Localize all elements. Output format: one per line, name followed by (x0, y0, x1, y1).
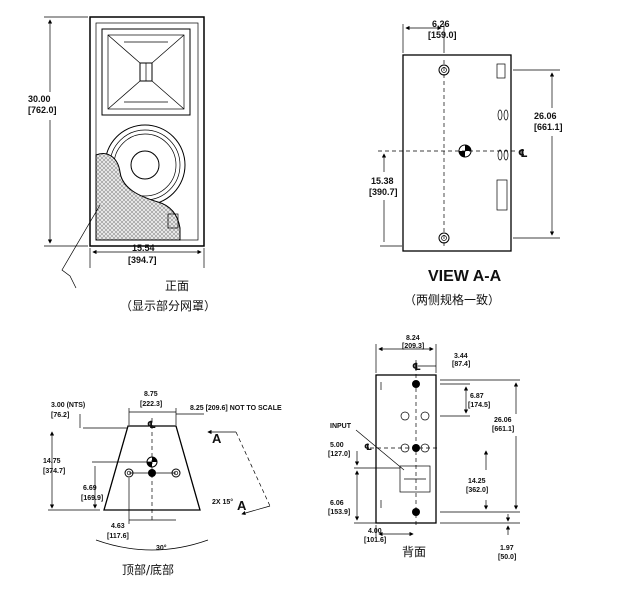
side-cl-symbol: ℄ (518, 148, 528, 160)
back-caption: 背面 (402, 545, 426, 559)
side-top-mm: [159.0] (428, 30, 457, 40)
back-view: ℄ ℄ INPUT 8.24 [209.3] 3.44 [87.4] 6.87 … (328, 335, 520, 561)
front-caption: 正面 (165, 279, 189, 293)
grille-partial (95, 153, 181, 241)
back-right-small-in: 3.44 (454, 353, 468, 360)
section-mark-top: A (212, 431, 222, 446)
side-right-mm: [661.1] (534, 122, 563, 132)
top-inner-mm: [169.9] (81, 495, 103, 502)
rigging-point-bottom (438, 232, 450, 244)
back-right-mid-in: 6.87 (470, 393, 484, 400)
side-left-mm: [390.7] (369, 187, 398, 197)
back-outline (375, 374, 437, 524)
side-top-in: 6.26 (432, 19, 450, 29)
side-left-in: 15.38 (371, 176, 394, 186)
side-view-title: VIEW A-A (428, 268, 502, 285)
back-bottom-in: 4.00 (368, 528, 382, 535)
back-right-mm: [661.1] (492, 426, 514, 433)
back-left-upper-in: 5.00 (330, 442, 344, 449)
back-top-in: 8.24 (406, 335, 420, 342)
back-right-lower-mm: [362.0] (466, 487, 488, 494)
cabinet-outline (89, 16, 205, 247)
side-subcaption: （两侧规格一致） (404, 292, 500, 307)
front-width-mm: [394.7] (128, 255, 157, 265)
handle-slot (496, 63, 506, 79)
front-subcaption: （显示部分网罩） (120, 298, 216, 313)
front-height-in: 30.00 (28, 94, 51, 104)
back-cl-symbol: ℄ (412, 362, 421, 373)
dimension-width: 15.54 [394.7] (89, 243, 205, 268)
back-far-right-mm: [50.0] (498, 554, 516, 561)
back-top-mm: [209.3] (402, 343, 424, 350)
side-view: ℄ 6.26 [159.0] 26.06 [661.1] 15.38 [390.… (369, 19, 563, 307)
dimension-height: 30.00 [762.0] (28, 16, 88, 247)
grille-leader (61, 204, 101, 289)
top-right-note: 8.25 [209.6] NOT TO SCALE (190, 405, 282, 412)
back-right-mid-mm: [174.5] (468, 402, 490, 409)
input-panel (399, 465, 431, 493)
back-rigging-top (412, 380, 420, 388)
back-far-right-in: 1.97 (500, 545, 514, 552)
front-view: 30.00 [762.0] 15.54 [394.7] 正面 （显示部分网罩） (28, 16, 216, 313)
port (167, 213, 179, 229)
top-angle-side: 2X 15° (212, 498, 233, 506)
rigging-point-top (438, 64, 450, 76)
section-mark-bottom: A (237, 498, 247, 513)
side-right-in: 26.06 (534, 111, 557, 121)
back-cl-left: ℄ (364, 442, 372, 452)
top-outline (103, 425, 201, 511)
top-caption: 顶部/底部 (122, 562, 174, 577)
back-input-label: INPUT (330, 423, 352, 430)
top-mid-in: 8.75 (144, 391, 158, 398)
back-bottom-mm: [101.6] (364, 537, 386, 544)
back-left-upper-mm: [127.0] (328, 451, 350, 458)
front-height-mm: [762.0] (28, 105, 57, 115)
back-right-small-mm: [87.4] (452, 361, 470, 368)
top-nts-mm: [76.2] (51, 412, 69, 419)
top-mid-mm: [222.3] (140, 401, 162, 408)
top-left-in: 14.75 (43, 458, 61, 465)
top-cl-symbol: ℄ (147, 420, 156, 431)
side-recess (496, 179, 508, 211)
back-left-lower-mm: [153.9] (328, 509, 350, 516)
top-left-mm: [374.7] (43, 468, 65, 475)
back-left-lower-in: 6.06 (330, 500, 344, 507)
top-view: ℄ 8.75 [222.3] 3.00 (NTS) [76.2] 8.25 [2… (43, 391, 282, 577)
horn (101, 28, 191, 116)
side-outline (402, 54, 512, 252)
top-angle-bottom: 30° (156, 544, 167, 552)
back-rigging-bottom (412, 508, 420, 516)
top-inner-in: 6.69 (83, 485, 97, 492)
back-right-in: 26.06 (494, 417, 512, 424)
front-width-in: 15.54 (132, 243, 155, 253)
top-nts-in: 3.00 (NTS) (51, 402, 85, 409)
back-right-lower-in: 14.25 (468, 478, 486, 485)
top-bottom-mm: [117.6] (107, 533, 129, 540)
top-bottom-in: 4.63 (111, 523, 125, 530)
